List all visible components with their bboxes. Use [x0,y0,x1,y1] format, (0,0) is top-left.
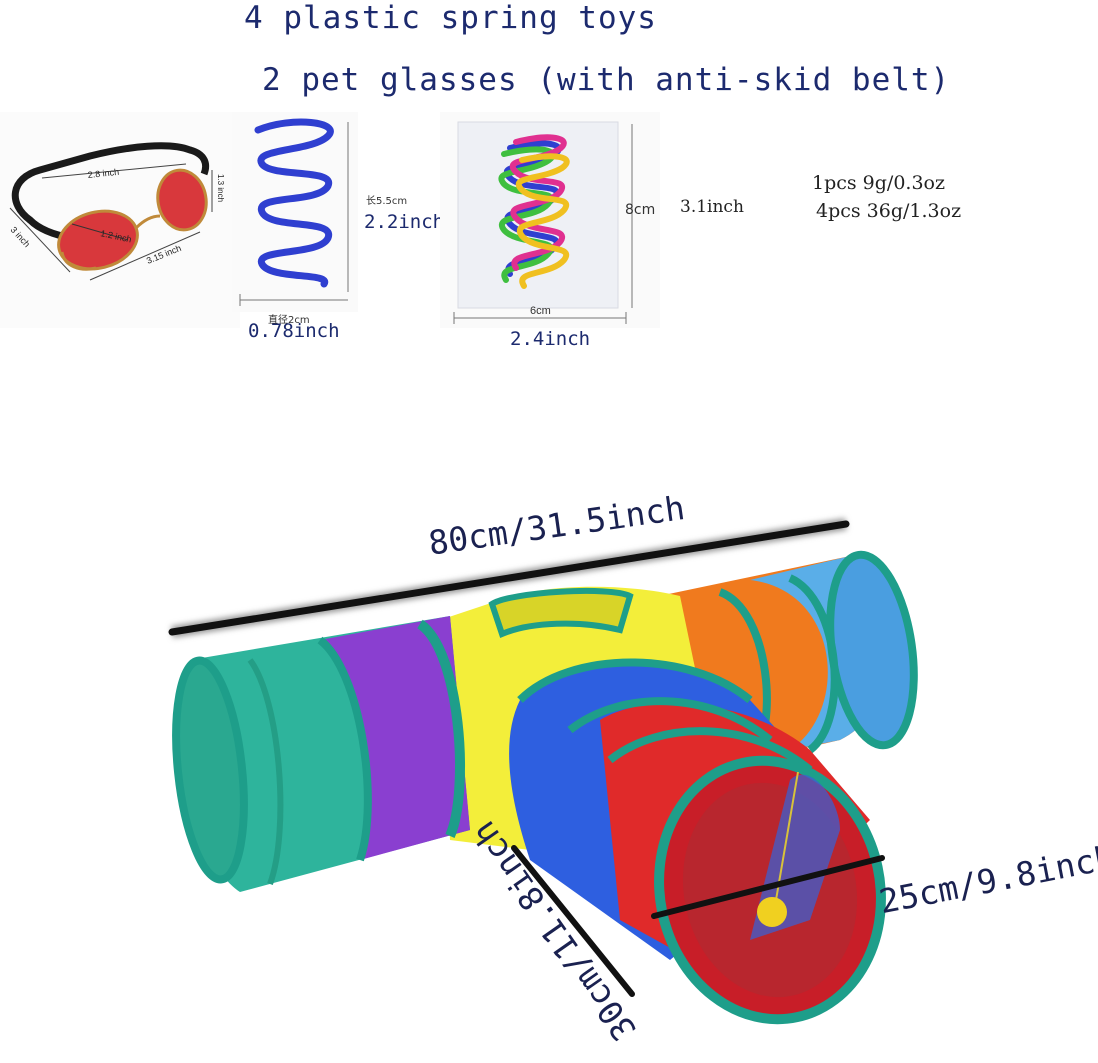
spring-diameter-cn: 直径2cm [268,315,310,326]
spring-length-inch: 2.2inch [364,211,445,233]
weight-four: 4pcs 36g/1.3oz [816,200,962,222]
weight-single: 1pcs 9g/0.3oz [812,172,945,194]
pet-glasses-icon: 2.8 inch 1.2 inch 3 inch 3.15 inch 1.3 i… [0,112,240,328]
pack-width-cm: 6cm [530,305,551,317]
spring-length-cn: 长5.5cm [366,196,408,207]
spring-pack-icon: 6cm [440,112,660,328]
title-pet-glasses: 2 pet glasses (with anti-skid belt) [262,62,951,98]
glasses-height-label: 1.3 inch [216,174,225,202]
glasses-strap-label: 2.8 inch [87,167,119,180]
spring-toy-icon [232,112,358,312]
title-spring-toys: 4 plastic spring toys [244,0,657,36]
pack-height-cm: 8cm [625,202,656,218]
pack-width-inch: 2.4inch [510,328,591,350]
pack-height-inch: 3.1inch [680,197,744,217]
cat-tunnel-icon [168,518,918,1025]
spring-diameter-inch: 0.78inch [248,320,340,342]
